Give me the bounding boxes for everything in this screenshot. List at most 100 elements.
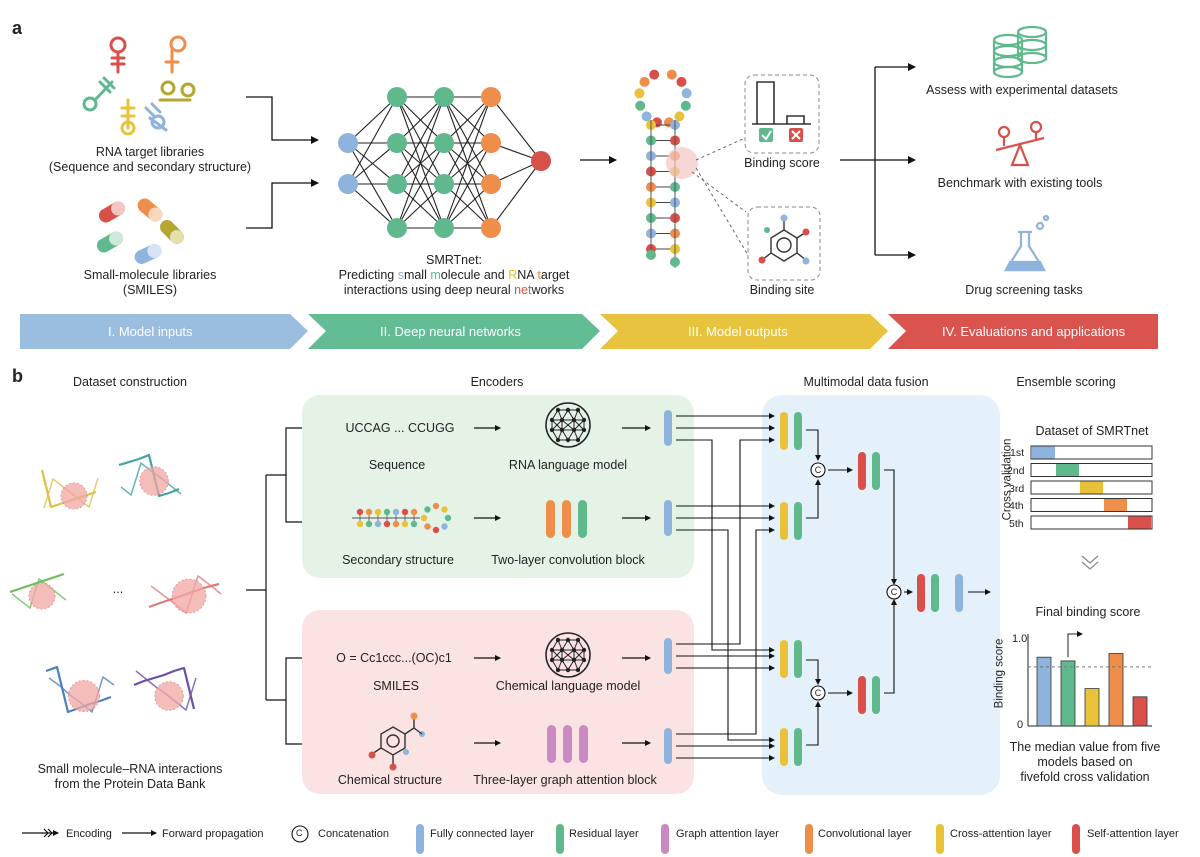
cv-validation-segment xyxy=(1104,499,1127,511)
brain-edge xyxy=(561,419,575,431)
ss-base xyxy=(410,508,418,516)
binding-score-box xyxy=(744,74,820,154)
pdb-ligand-site xyxy=(139,466,169,496)
chart-bar xyxy=(1036,656,1052,727)
check-icon xyxy=(759,128,773,142)
nn-edge xyxy=(443,96,492,229)
legend-layer-label: Graph attention layer xyxy=(676,828,779,840)
rna-libraries-label-2: (Sequence and secondary structure) xyxy=(48,160,252,174)
stage-4-label: IV. Evaluations and applications xyxy=(942,324,1126,339)
brain-node xyxy=(581,647,587,653)
chemical-structure-icon xyxy=(368,712,425,771)
legend-concat-symbol xyxy=(291,825,309,843)
ss-base xyxy=(374,520,382,528)
nn-edge xyxy=(347,142,398,229)
nn-edge xyxy=(490,96,542,162)
ss-base xyxy=(392,508,400,516)
panel-b-letter: b xyxy=(12,366,23,386)
hairpin-loop-base xyxy=(674,111,685,122)
hairpin-loop-base xyxy=(676,76,687,87)
concat-node-3-label: C xyxy=(890,587,898,597)
brain-node xyxy=(559,657,565,663)
benchmark-icon xyxy=(995,120,1045,167)
convolution-block-bars xyxy=(546,500,587,538)
final-score-ylabel: Binding score xyxy=(993,638,1006,709)
drug-screening-label: Drug screening tasks xyxy=(965,283,1083,297)
secondary-structure-drawing xyxy=(352,502,452,534)
chemical-language-model-icon xyxy=(545,632,591,678)
ss-base xyxy=(401,508,409,516)
nn-edge xyxy=(490,160,542,229)
brain-edge xyxy=(573,419,585,431)
brain-node xyxy=(565,437,571,443)
hairpin-loop-base xyxy=(635,100,646,111)
dataset-tree-lines xyxy=(246,427,312,745)
brain-node xyxy=(559,417,565,423)
legend-concatenation-label: Concatenation xyxy=(318,828,389,840)
molecule-encoder-box xyxy=(302,610,694,794)
rna-language-model-label: RNA language model xyxy=(508,458,628,472)
fusion-mid-bars xyxy=(858,452,963,714)
residual-bar xyxy=(794,640,802,678)
final-score-caption-1: The median value from five xyxy=(1009,740,1161,754)
stage-2-label: II. Deep neural networks xyxy=(380,324,521,339)
cv-axis-label: Cross validation xyxy=(1001,438,1014,521)
cv-fold-4: 4th xyxy=(1009,500,1024,512)
header-fusion: Multimodal data fusion xyxy=(803,375,929,389)
nn-edge xyxy=(396,96,445,229)
nn-edge xyxy=(443,183,492,229)
brain-node xyxy=(575,407,581,413)
panel-a-letter: a xyxy=(12,18,23,38)
chart-bar xyxy=(1060,660,1076,727)
smiles-value: O = Cc1ccc...(OC)c1 xyxy=(336,651,452,665)
nn-node xyxy=(387,218,407,238)
small-molecule-label-1: Small-molecule libraries xyxy=(83,268,217,282)
brain-node xyxy=(581,427,587,433)
concat-node-1-label: C xyxy=(814,465,822,475)
small-molecule-pill-icons xyxy=(96,198,184,264)
stage-1-label: I. Model inputs xyxy=(108,324,193,339)
cv-fold-2: 2nd xyxy=(1007,465,1025,477)
binding-score-label: Binding score xyxy=(744,156,820,170)
legend-layer-label: Fully connected layer xyxy=(430,828,534,840)
binding-site-label: Binding site xyxy=(749,283,815,297)
cross-attention-bar xyxy=(780,502,788,540)
nn-node xyxy=(434,133,454,153)
nn-edge xyxy=(347,96,398,185)
brain-node xyxy=(565,637,571,643)
hairpin-loop-base xyxy=(680,100,691,111)
pdb-caption-2: from the Protein Data Bank xyxy=(54,777,206,791)
legend-concat-c: C xyxy=(296,828,303,838)
nn-node xyxy=(481,218,501,238)
final-score-caption-2: models based on xyxy=(1037,755,1133,769)
legend-layer-label: Convolutional layer xyxy=(818,828,912,840)
cv-validation-segment xyxy=(1032,446,1055,459)
nn-edge xyxy=(443,96,492,185)
ss-base xyxy=(365,508,373,516)
stage-model-outputs xyxy=(600,314,888,349)
nn-edge xyxy=(443,142,492,229)
ss-loop-base xyxy=(424,523,431,530)
brain-node xyxy=(555,407,561,413)
sequence-label: Sequence xyxy=(368,458,426,472)
down-chevrons xyxy=(1081,555,1099,570)
smiles-label: SMILES xyxy=(373,679,419,693)
ss-base xyxy=(356,520,364,528)
hairpin-loop-base xyxy=(634,88,645,99)
nn-node xyxy=(481,174,501,194)
ss-loop-base xyxy=(432,502,440,510)
rna-libraries-label-1: RNA target libraries xyxy=(95,145,205,159)
hairpin-tail xyxy=(670,257,680,267)
cv-validation-segment xyxy=(1128,516,1151,529)
pdb-ribbon xyxy=(11,577,67,610)
cv-fold-1: 1st xyxy=(1010,447,1025,459)
chemical-language-model-label: Chemical language model xyxy=(495,679,641,693)
hairpin-tail xyxy=(646,250,656,260)
nn-node xyxy=(338,174,358,194)
ss-base xyxy=(392,520,400,528)
nn-node xyxy=(387,87,407,107)
cross-validation-diagram xyxy=(1030,445,1153,530)
brain-node xyxy=(571,427,577,433)
flask-icon xyxy=(1004,214,1050,272)
brain-node xyxy=(575,437,581,443)
